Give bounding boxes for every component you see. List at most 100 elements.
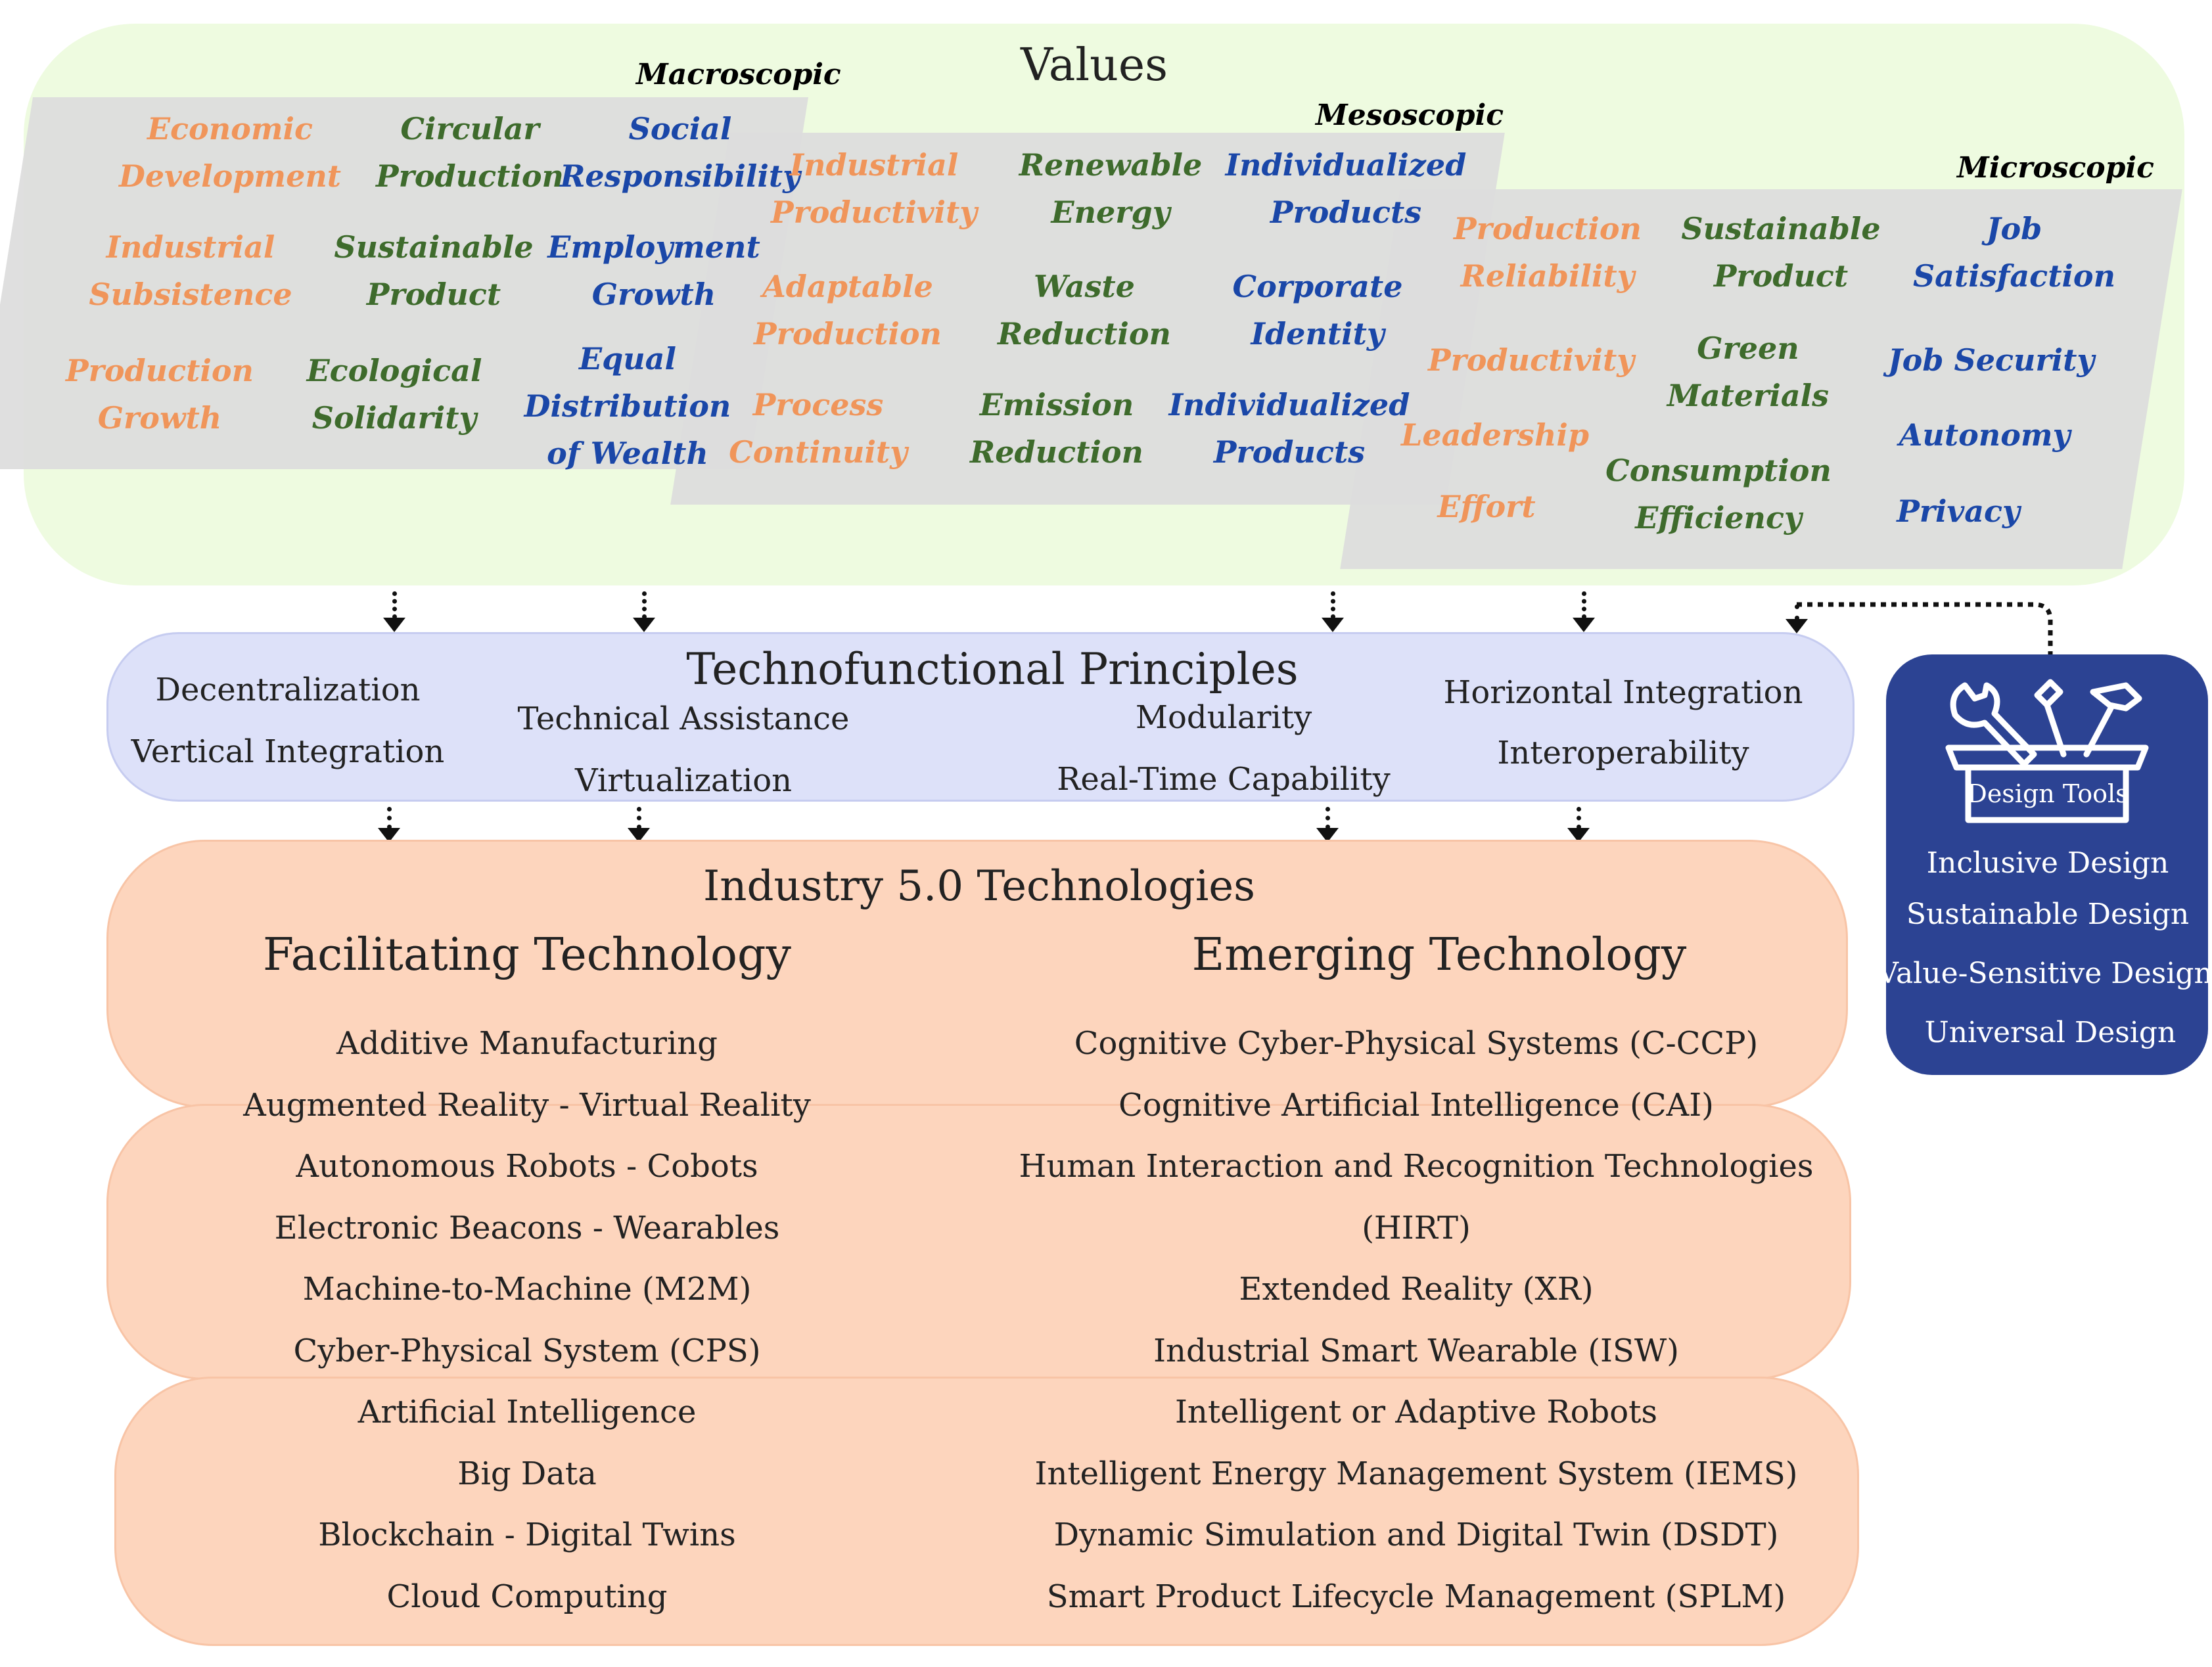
value-line: Circular [400,111,540,147]
value-line: Economic [147,111,313,147]
value-line: Continuity [729,434,908,470]
value-line: Product [1713,258,1849,294]
facilitating-heading: Facilitating Technology [263,929,791,981]
facilitating-technology-item: Big Data [457,1455,597,1492]
value-line: Individualized [1168,387,1410,422]
value-line: Products [1270,194,1422,230]
value-line: Energy [1051,194,1170,230]
principle-horizontal-integration: Horizontal Integration [1443,674,1803,711]
value-line: Emission [979,387,1134,422]
value-line: Leadership [1400,417,1590,453]
facilitating-technology-item: Cyber-Physical System (CPS) [293,1332,761,1369]
value-line: Productivity [1427,342,1635,378]
emerging-technology-item: Dynamic Simulation and Digital Twin (DSD… [1053,1517,1779,1553]
mesoscopic-label: Mesoscopic [1316,99,1504,132]
emerging-technology-item: (HIRT) [1362,1209,1471,1246]
value-line: Production [1454,211,1642,246]
design-tools-connector [1797,602,2053,657]
emerging-heading: Emerging Technology [1191,929,1687,981]
value-line: Reduction [998,316,1171,352]
value-line: Satisfaction [1912,258,2116,294]
value-line: Production [376,158,564,194]
value-line: Growth [591,277,716,312]
value-line: Reduction [970,434,1143,470]
value-line: Responsibility [560,158,800,194]
design-tool-inclusive: Inclusive Design [1926,846,2169,880]
value-line: Industrial [106,229,275,265]
value-line: Employment [547,229,760,265]
value-line: Industrial [789,147,959,183]
emerging-technology-item: Intelligent Energy Management System (IE… [1034,1455,1798,1492]
value-line: Efficiency [1635,500,1802,536]
value-line: Reliability [1460,258,1635,294]
value-line: Social [628,111,732,147]
principle-real-time-capability: Real-Time Capability [1057,761,1391,798]
principle-vertical-integration: Vertical Integration [131,733,445,770]
value-line: Job [1986,211,2042,246]
value-item-micro: Productivity [1428,336,1634,384]
value-line: Individualized [1225,147,1467,183]
value-line: Sustainable [1681,211,1881,246]
emerging-technology-item: Cognitive Cyber-Physical Systems (C-CCP) [1074,1025,1759,1062]
value-line: Waste [1034,269,1135,304]
principles-title: Technofunctional Principles [686,644,1299,695]
value-line: Products [1213,434,1366,470]
principle-interoperability: Interoperability [1497,735,1749,771]
facilitating-technology-item: Cloud Computing [386,1578,668,1615]
value-line: of Wealth [547,436,708,471]
value-line: Solidarity [311,400,477,436]
value-line: Consumption [1605,453,1832,488]
microscopic-label: Microscopic [1957,151,2154,185]
value-item-micro: Leadership [1401,411,1589,459]
emerging-technology-item: Smart Product Lifecycle Management (SPLM… [1046,1578,1786,1615]
value-item-micro: Autonomy [1899,411,2071,459]
emerging-technology-item: Cognitive Artificial Intelligence (CAI) [1118,1086,1714,1124]
value-item-micro: Privacy [1897,488,2020,535]
value-line: Equal [579,341,676,377]
value-line: Autonomy [1899,417,2071,453]
macroscopic-label: Macroscopic [636,58,841,91]
toolbox-icon [1945,679,2149,823]
value-line: Effort [1437,489,1536,524]
technologies-panel-top [106,840,1848,1108]
principle-modularity: Modularity [1135,699,1312,736]
value-line: Job Security [1887,342,2095,378]
value-line: Identity [1251,316,1385,352]
design-tools-panel [1886,654,2208,1075]
emerging-technology-item: Extended Reality (XR) [1239,1271,1594,1308]
value-line: Distribution [524,388,731,424]
principle-decentralization: Decentralization [155,672,421,708]
facilitating-technology-item: Blockchain - Digital Twins [318,1517,736,1553]
values-title: Values [1020,39,1168,91]
technologies-panel-bottom [114,1377,1859,1646]
value-line: Production [754,316,942,352]
value-line: Development [118,158,342,194]
value-line: Ecological [306,353,482,388]
design-tool-sustainable: Sustainable Design [1906,898,2190,931]
principle-technical-assistance: Technical Assistance [517,700,850,737]
technologies-title: Industry 5.0 Technologies [703,862,1256,911]
design-tools-label: Design Tools [1967,779,2129,808]
value-line: Product [366,277,501,312]
